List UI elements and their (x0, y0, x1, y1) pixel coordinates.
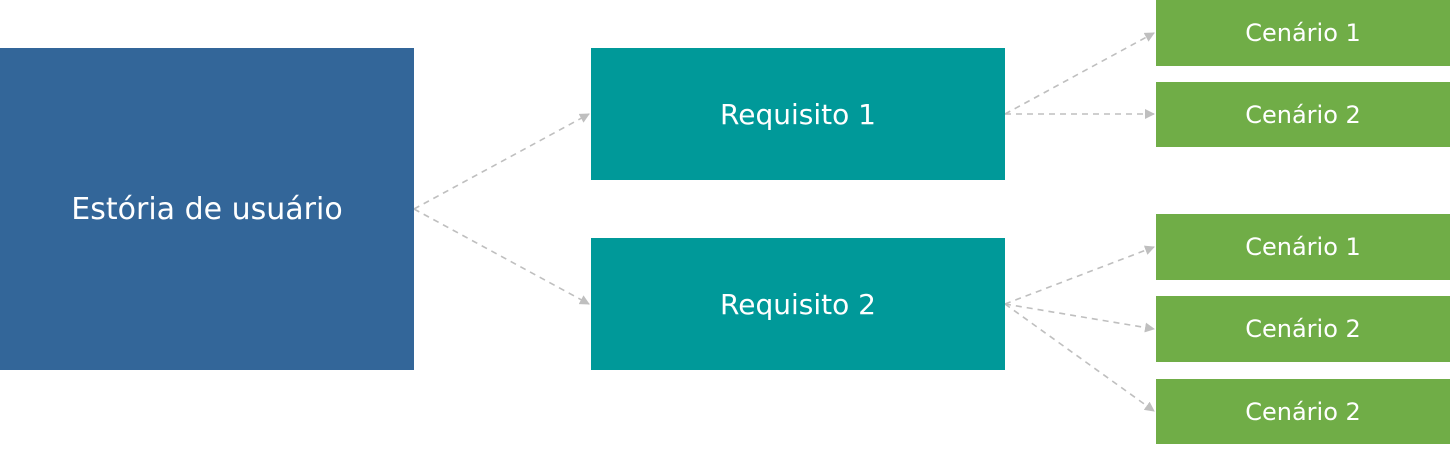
requirement-1-box: Requisito 1 (591, 48, 1005, 180)
arrow-req-2-to-scenario-4 (1004, 303, 1155, 333)
scenario-label-4: Cenário 2 (1245, 315, 1361, 343)
arrow-story-to-req-2 (413, 208, 590, 305)
scenario-box-2: Cenário 2 (1156, 82, 1450, 147)
scenario-label-5: Cenário 2 (1245, 397, 1361, 426)
arrow-req-1-to-scenario-1 (1004, 32, 1155, 115)
scenario-label-3: Cenário 1 (1245, 233, 1361, 261)
arrow-story-to-req-1 (413, 113, 590, 210)
arrow-req-2-to-scenario-5 (1004, 303, 1155, 412)
user-story-box: Estória de usuário (0, 48, 414, 370)
requirement-2-label: Requisito 2 (720, 287, 876, 321)
scenario-box-4: Cenário 2 (1156, 296, 1450, 362)
requirement-2-box: Requisito 2 (591, 238, 1005, 370)
scenario-label-1: Cenário 1 (1245, 19, 1361, 47)
arrow-req-2-to-scenario-3 (1004, 245, 1155, 305)
scenario-box-1: Cenário 1 (1156, 0, 1450, 66)
user-story-label: Estória de usuário (71, 191, 343, 227)
scenario-label-2: Cenário 2 (1245, 100, 1361, 129)
scenario-box-3: Cenário 1 (1156, 214, 1450, 280)
scenario-box-5: Cenário 2 (1156, 379, 1450, 444)
requirement-1-label: Requisito 1 (720, 97, 876, 131)
